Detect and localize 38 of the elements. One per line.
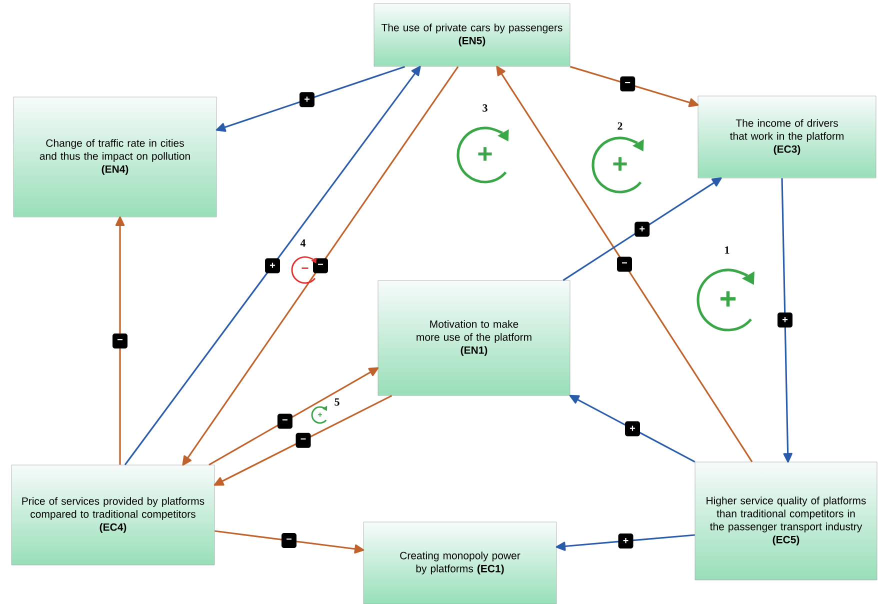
arrow (556, 534, 696, 551)
edge-label: + (265, 258, 280, 274)
edge-label: + (618, 534, 634, 548)
edge-label: − (296, 432, 311, 448)
loop-number: 1 (725, 246, 730, 254)
edge-label: + (634, 222, 650, 237)
edge-label: − (313, 258, 328, 274)
arrow (216, 66, 406, 132)
loop-number: 4 (300, 239, 306, 247)
edge-label: + (625, 421, 640, 436)
arrow (115, 216, 125, 466)
arrow (562, 177, 722, 282)
process-box: Price of services provided by platforms compared to traditional competitors (EC4) (11, 464, 215, 566)
process-box: Creating monopoly power by platforms (EC1) (363, 522, 557, 604)
edge-label: − (282, 533, 296, 548)
process-box: Motivation to make more use of the platform (EN1) (378, 280, 570, 396)
arrow (208, 367, 379, 466)
edge-label: − (277, 414, 292, 429)
edge-label: − (620, 76, 636, 92)
edge-label: − (617, 256, 632, 272)
loop-number: 2 (618, 122, 622, 130)
arrow (781, 177, 792, 463)
arrow (182, 66, 459, 466)
arrow (569, 66, 699, 108)
process-box: Higher service quality of platforms than traditional competitors in the passenger transport industry (EC5) (694, 462, 878, 580)
loop-number: 5 (334, 398, 340, 406)
arrow (569, 394, 696, 463)
process-box: The use of private cars by passengers (EN5) (374, 3, 570, 67)
arrow (124, 66, 421, 466)
edge-label: − (112, 334, 128, 348)
arrow (214, 530, 364, 554)
arrow (496, 66, 753, 463)
edge-label: + (778, 312, 792, 328)
process-box: The income of drivers that work in the platform (EC3) (698, 96, 876, 178)
process-box: Change of traffic rate in cities and thus the impact on pollution (EN4) (13, 96, 217, 218)
arrow (214, 394, 393, 486)
edge-label: + (300, 92, 314, 108)
loop-number: 3 (482, 104, 488, 112)
